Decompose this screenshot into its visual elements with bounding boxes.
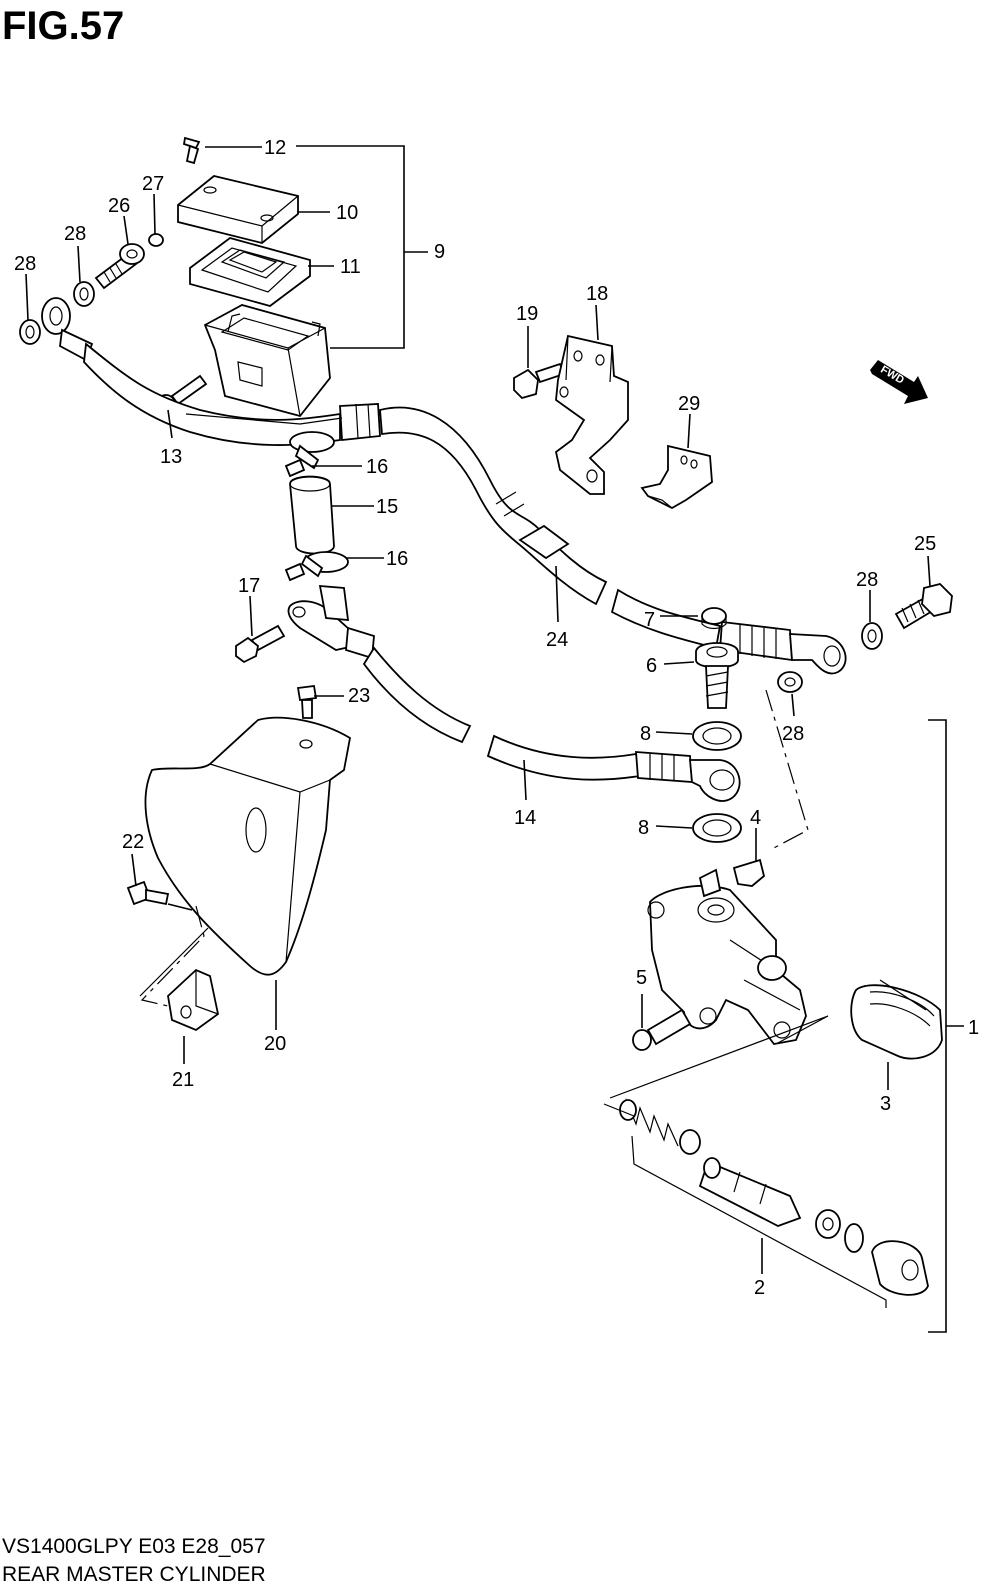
washer-28c <box>861 622 883 650</box>
bracket-18 <box>554 334 629 495</box>
callout-16: 16 <box>366 456 388 478</box>
callout-21: 21 <box>172 1069 194 1091</box>
callout-20: 20 <box>264 1033 286 1055</box>
reservoir-diaphragm <box>189 237 311 307</box>
callout-27: 27 <box>142 173 164 195</box>
bracket-9 <box>296 145 405 349</box>
figure-title: FIG.57 <box>2 4 125 48</box>
clamp-16a <box>284 431 335 478</box>
callout-7: 7 <box>644 609 655 631</box>
callout-26: 26 <box>108 195 130 217</box>
banjo-fitting-left <box>41 297 94 362</box>
fwd-arrow-icon: FWD <box>870 360 928 404</box>
callout-18: 18 <box>586 283 608 305</box>
bolt-23 <box>296 684 318 719</box>
callout-3: 3 <box>880 1093 891 1115</box>
callout-9: 9 <box>434 241 445 263</box>
connector-6 <box>695 642 739 709</box>
callout-8: 8 <box>638 817 649 839</box>
circlip <box>844 1223 864 1253</box>
callout-5: 5 <box>636 967 647 989</box>
boot-3 <box>850 979 943 1060</box>
callout-22: 22 <box>122 831 144 853</box>
washer-28d <box>777 671 803 693</box>
washer-28a <box>73 281 95 307</box>
bolt-5 <box>632 1008 692 1051</box>
callout-11: 11 <box>340 256 361 278</box>
clip-4 <box>732 858 766 887</box>
callout-6: 6 <box>646 655 657 677</box>
hose-15 <box>289 475 335 555</box>
callout-28: 28 <box>64 223 86 245</box>
master-cylinder-body <box>647 868 807 1045</box>
callout-13: 13 <box>160 446 182 468</box>
spring <box>619 1098 679 1147</box>
hose-24 <box>83 342 847 675</box>
leader-lines <box>25 146 931 1090</box>
cap-7 <box>701 607 727 630</box>
callout-4: 4 <box>750 807 761 829</box>
bracket-29 <box>640 444 713 510</box>
cap-27 <box>148 233 164 247</box>
piston <box>698 1157 802 1227</box>
callout-25: 25 <box>914 533 936 555</box>
reservoir-screw <box>182 136 201 165</box>
seal-ring <box>815 1209 841 1239</box>
callout-28: 28 <box>856 569 878 591</box>
callout-17: 17 <box>238 575 260 597</box>
washer-28b <box>19 319 41 345</box>
bracket-21 <box>167 968 220 1032</box>
callout-24: 24 <box>546 629 568 651</box>
reservoir-cap <box>177 175 299 244</box>
callout-15: 15 <box>376 496 398 518</box>
callout-19: 19 <box>516 303 538 325</box>
bolt-19 <box>513 362 566 400</box>
side-cover-20 <box>144 716 352 976</box>
callout-28: 28 <box>782 723 804 745</box>
bolt-22 <box>126 880 170 906</box>
callout-10: 10 <box>336 202 358 224</box>
hose-14 <box>362 646 741 802</box>
callout-8: 8 <box>640 723 651 745</box>
washer-8a <box>692 721 742 751</box>
reservoir-body <box>203 304 331 418</box>
callout-16: 16 <box>386 548 408 570</box>
callout-28: 28 <box>14 253 36 275</box>
outlet-fitting <box>287 585 375 660</box>
callout-labels: 12 10 11 9 27 26 28 28 13 16 15 16 17 23… <box>14 137 979 1299</box>
banjo-bolt-25 <box>894 583 953 630</box>
callout-1: 1 <box>968 1017 979 1039</box>
washer-8b <box>692 813 742 843</box>
cup-seal <box>679 1129 701 1155</box>
callout-2: 2 <box>754 1277 765 1299</box>
callout-23: 23 <box>348 685 370 707</box>
bolt-17 <box>235 624 286 664</box>
pushrod-sleeve <box>871 1240 929 1296</box>
diagram-code: VS1400GLPY E03 E28_057 <box>2 1535 266 1558</box>
callout-12: 12 <box>264 137 286 159</box>
callout-29: 29 <box>678 393 700 415</box>
callout-14: 14 <box>514 807 536 829</box>
footer: VS1400GLPY E03 E28_057 REAR MASTER CYLIN… <box>2 1533 266 1589</box>
dash-lines <box>139 413 887 1308</box>
banjo-bolt-26 <box>94 243 145 290</box>
diagram-caption: REAR MASTER CYLINDER <box>2 1563 266 1586</box>
clamp-16b <box>284 551 349 582</box>
